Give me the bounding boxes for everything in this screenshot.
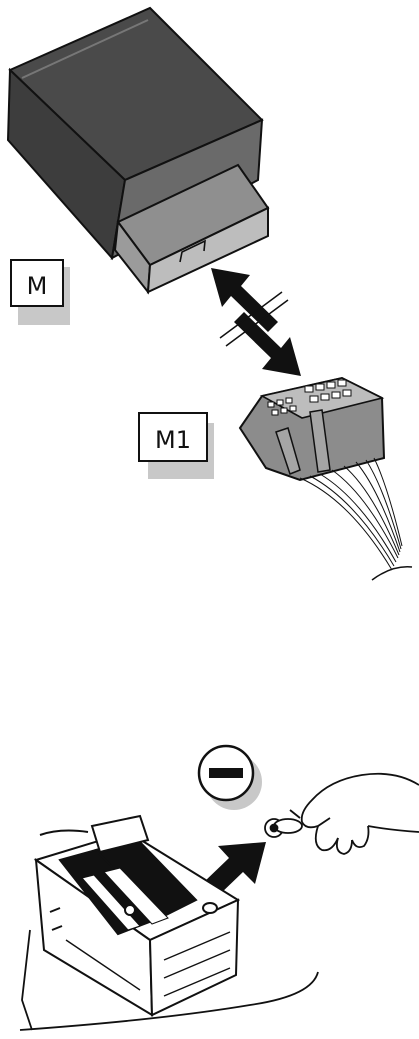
double-arrow-icon — [211, 268, 301, 376]
label-connector: M1 — [139, 413, 214, 479]
wiring-connector-icon — [240, 378, 412, 580]
minus-symbol-icon — [199, 746, 262, 810]
hand-with-terminal-icon — [265, 774, 419, 854]
left-bracket — [22, 930, 32, 1030]
battery-icon — [36, 816, 238, 1015]
label-module: M — [11, 260, 70, 325]
label-connector-text: M1 — [155, 426, 191, 454]
control-module-icon — [8, 8, 268, 292]
label-module-text: M — [27, 272, 48, 300]
